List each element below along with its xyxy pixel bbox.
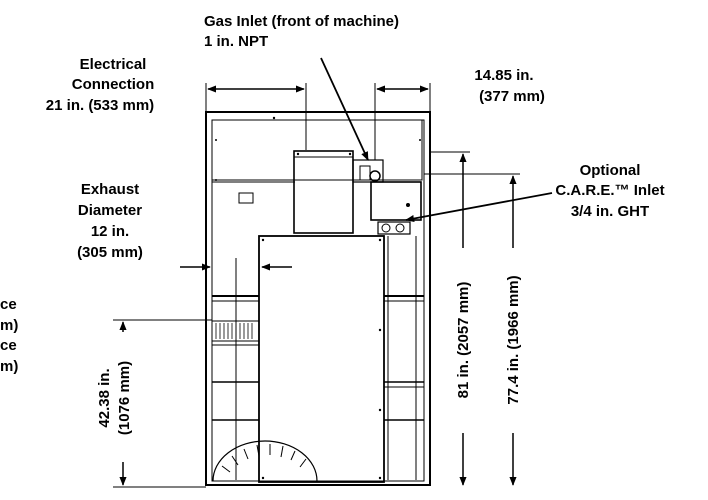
care-inlet-screw: [406, 203, 410, 207]
rivets: [215, 116, 421, 480]
height42-label-1: 42.38 in.: [96, 368, 113, 427]
electrical-label-3: 21 in. (533 mm): [46, 97, 154, 114]
upper-cabinet: [211, 119, 423, 181]
front-panel: [258, 235, 385, 483]
blower-fins: [221, 444, 307, 473]
dimension-lines: [113, 57, 553, 488]
care-leader: [405, 192, 553, 223]
gas-leader: [320, 57, 369, 161]
care-label-2: C.A.R.E.™ Inlet: [555, 182, 664, 199]
width-label-2: (377 mm): [479, 88, 545, 105]
blower-wheel: [212, 440, 318, 482]
machine-outer-frame: [205, 111, 431, 486]
machine-drawing: [205, 111, 431, 486]
clipped-label-4: m): [0, 358, 18, 375]
width-label-1: 14.85 in.: [474, 67, 533, 84]
care-fitting-2: [395, 223, 405, 233]
height81-label: 81 in. (2057 mm): [455, 282, 472, 399]
care-fittings: [377, 221, 411, 235]
exhaust-block: [238, 192, 254, 204]
care-inlet-box: [370, 181, 422, 221]
exhaust-label-3: 12 in.: [91, 223, 129, 240]
clipped-label-2: m): [0, 317, 18, 334]
labels: Gas Inlet (front of machine) 1 in. NPT E…: [0, 13, 665, 435]
care-fitting-1: [381, 223, 391, 233]
care-label-3: 3/4 in. GHT: [571, 203, 649, 220]
exhaust-label-2: Diameter: [78, 202, 142, 219]
exhaust-label-1: Exhaust: [81, 181, 139, 198]
electrical-box: [293, 150, 354, 234]
electrical-label-2: Connection: [72, 76, 155, 93]
lint-filter-grille: [211, 320, 260, 342]
height42-label-2: (1076 mm): [116, 361, 133, 435]
gas-pipe: [359, 165, 371, 181]
grille-slats: [215, 323, 253, 339]
gas-inlet-label: Gas Inlet (front of machine): [204, 13, 399, 30]
clipped-label-1: ce: [0, 296, 17, 313]
height77-label: 77.4 in. (1966 mm): [505, 275, 522, 404]
electrical-label-1: Electrical: [80, 56, 147, 73]
care-label-1: Optional: [580, 162, 641, 179]
clipped-label-3: ce: [0, 337, 17, 354]
exhaust-label-4: (305 mm): [77, 244, 143, 261]
gas-inlet-size: 1 in. NPT: [204, 33, 268, 50]
